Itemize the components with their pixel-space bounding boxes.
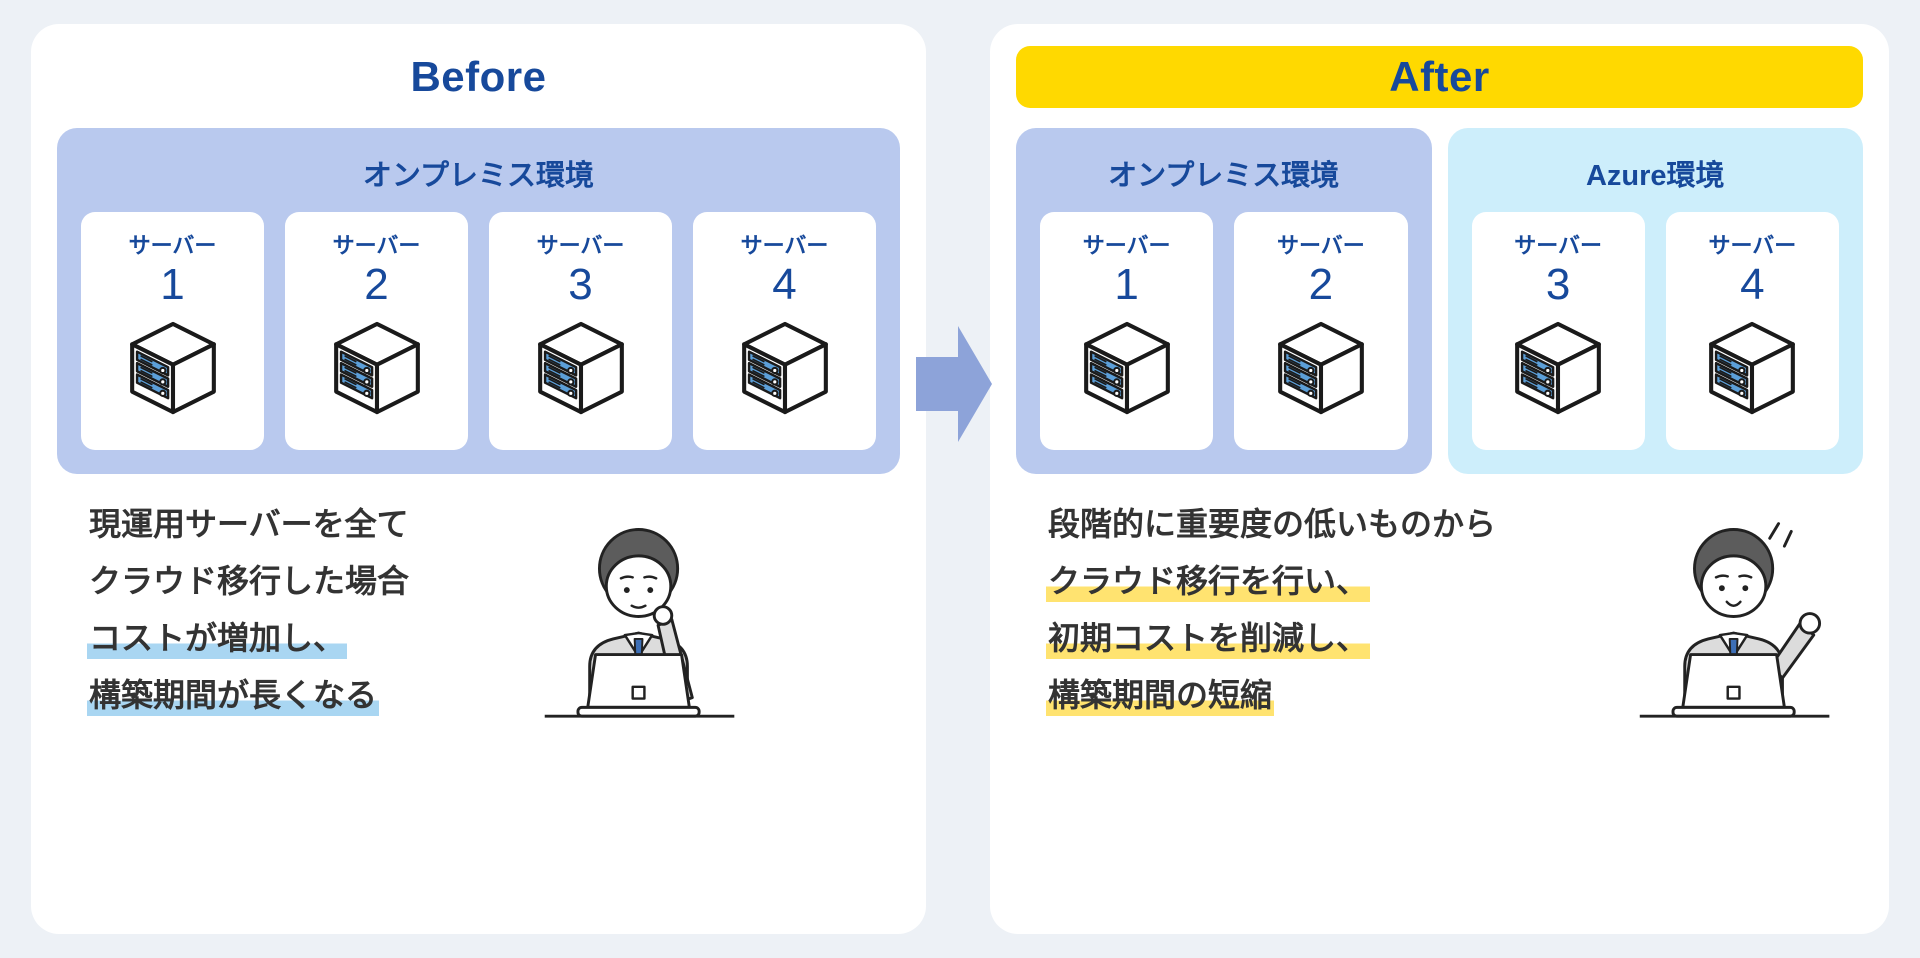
before-panel: Before オンプレミス環境 サーバー 1 サーバー 2 サーバー 3	[31, 24, 926, 934]
before-description: 現運用サーバーを全て クラウド移行した場合 コストが増加し、 構築期間が長くなる	[57, 474, 900, 908]
server-number: 4	[1740, 260, 1765, 309]
server-label: サーバー	[1082, 233, 1171, 258]
server-icon	[1078, 319, 1176, 417]
description-text: 現運用サーバーを全て	[89, 505, 409, 542]
before-header-label: Before	[410, 53, 547, 100]
server-icon	[1272, 319, 1370, 417]
server-card: サーバー 3	[489, 212, 672, 450]
server-number: 1	[160, 260, 185, 309]
server-number: 1	[1114, 260, 1139, 309]
after-header: After	[1016, 46, 1863, 108]
description-line: 現運用サーバーを全て	[87, 494, 411, 551]
after-onprem-server-row: サーバー 1 サーバー 2	[1040, 212, 1408, 450]
before-description-lines: 現運用サーバーを全て クラウド移行した場合 コストが増加し、 構築期間が長くなる	[87, 494, 411, 722]
description-line: 構築期間の短縮	[1046, 665, 1498, 722]
after-header-label: After	[1389, 53, 1490, 100]
description-text: 構築期間が長くなる	[87, 669, 380, 718]
after-azure-title: Azure環境	[1585, 160, 1725, 192]
after-onprem-environment: オンプレミス環境 サーバー 1 サーバー 2	[1016, 128, 1432, 474]
server-card: サーバー 2	[285, 212, 468, 450]
server-label: サーバー	[1276, 233, 1365, 258]
description-line: 構築期間が長くなる	[87, 665, 411, 722]
description-line: コストが増加し、	[87, 608, 411, 665]
worried-person-illustration	[533, 508, 748, 727]
before-onprem-environment: オンプレミス環境 サーバー 1 サーバー 2 サーバー 3	[57, 128, 900, 474]
before-server-row: サーバー 1 サーバー 2 サーバー 3 サーバー 4	[81, 212, 876, 450]
after-azure-environment: Azure環境 サーバー 3 サーバー 4	[1447, 128, 1863, 474]
server-number: 3	[1545, 260, 1571, 309]
server-card: サーバー 4	[1665, 212, 1839, 450]
server-icon	[1703, 319, 1801, 417]
after-onprem-title: オンプレミス環境	[1108, 160, 1340, 192]
server-icon	[328, 319, 426, 417]
server-card: サーバー 1	[1040, 212, 1214, 450]
description-text: クラウド移行した場合	[89, 562, 410, 599]
happy-person-illustration	[1630, 508, 1845, 727]
server-label: サーバー	[740, 233, 829, 258]
description-line: 初期コストを削減し、	[1046, 608, 1498, 665]
description-text: コストが増加し、	[87, 612, 348, 661]
after-description-lines: 段階的に重要度の低いものから クラウド移行を行い、 初期コストを削減し、 構築期…	[1046, 494, 1498, 722]
server-label: サーバー	[1708, 233, 1797, 258]
server-icon	[532, 319, 630, 417]
after-description: 段階的に重要度の低いものから クラウド移行を行い、 初期コストを削減し、 構築期…	[1016, 474, 1863, 908]
description-line: クラウド移行した場合	[87, 551, 411, 608]
server-number: 2	[1308, 260, 1334, 309]
server-label: サーバー	[128, 233, 217, 258]
right-arrow-icon	[916, 326, 992, 442]
server-label: サーバー	[1514, 233, 1603, 258]
server-number: 2	[364, 260, 389, 309]
before-after-arrow	[916, 324, 994, 444]
description-text: クラウド移行を行い、	[1046, 555, 1371, 604]
server-icon	[124, 319, 222, 417]
description-text: 初期コストを削減し、	[1046, 612, 1371, 661]
after-azure-server-row: サーバー 3 サーバー 4	[1471, 212, 1839, 450]
server-number: 4	[772, 260, 797, 309]
description-line: クラウド移行を行い、	[1046, 551, 1498, 608]
server-label: サーバー	[332, 233, 421, 258]
description-text: 構築期間の短縮	[1046, 669, 1275, 718]
after-panel: After オンプレミス環境 サーバー 1 サーバー 2	[990, 24, 1889, 934]
server-card: サーバー 1	[81, 212, 264, 450]
server-card: サーバー 2	[1234, 212, 1408, 450]
server-label: サーバー	[536, 233, 625, 258]
server-card: サーバー 3	[1471, 212, 1645, 450]
server-icon	[1509, 319, 1607, 417]
server-card: サーバー 4	[693, 212, 876, 450]
server-icon	[736, 319, 834, 417]
description-text: 段階的に重要度の低いものから	[1048, 505, 1497, 542]
after-environments-row: オンプレミス環境 サーバー 1 サーバー 2 Azure環境	[1016, 128, 1863, 474]
description-line: 段階的に重要度の低いものから	[1046, 494, 1498, 551]
before-onprem-title: オンプレミス環境	[362, 160, 595, 192]
server-number: 3	[568, 260, 593, 309]
before-header: Before	[57, 46, 900, 108]
